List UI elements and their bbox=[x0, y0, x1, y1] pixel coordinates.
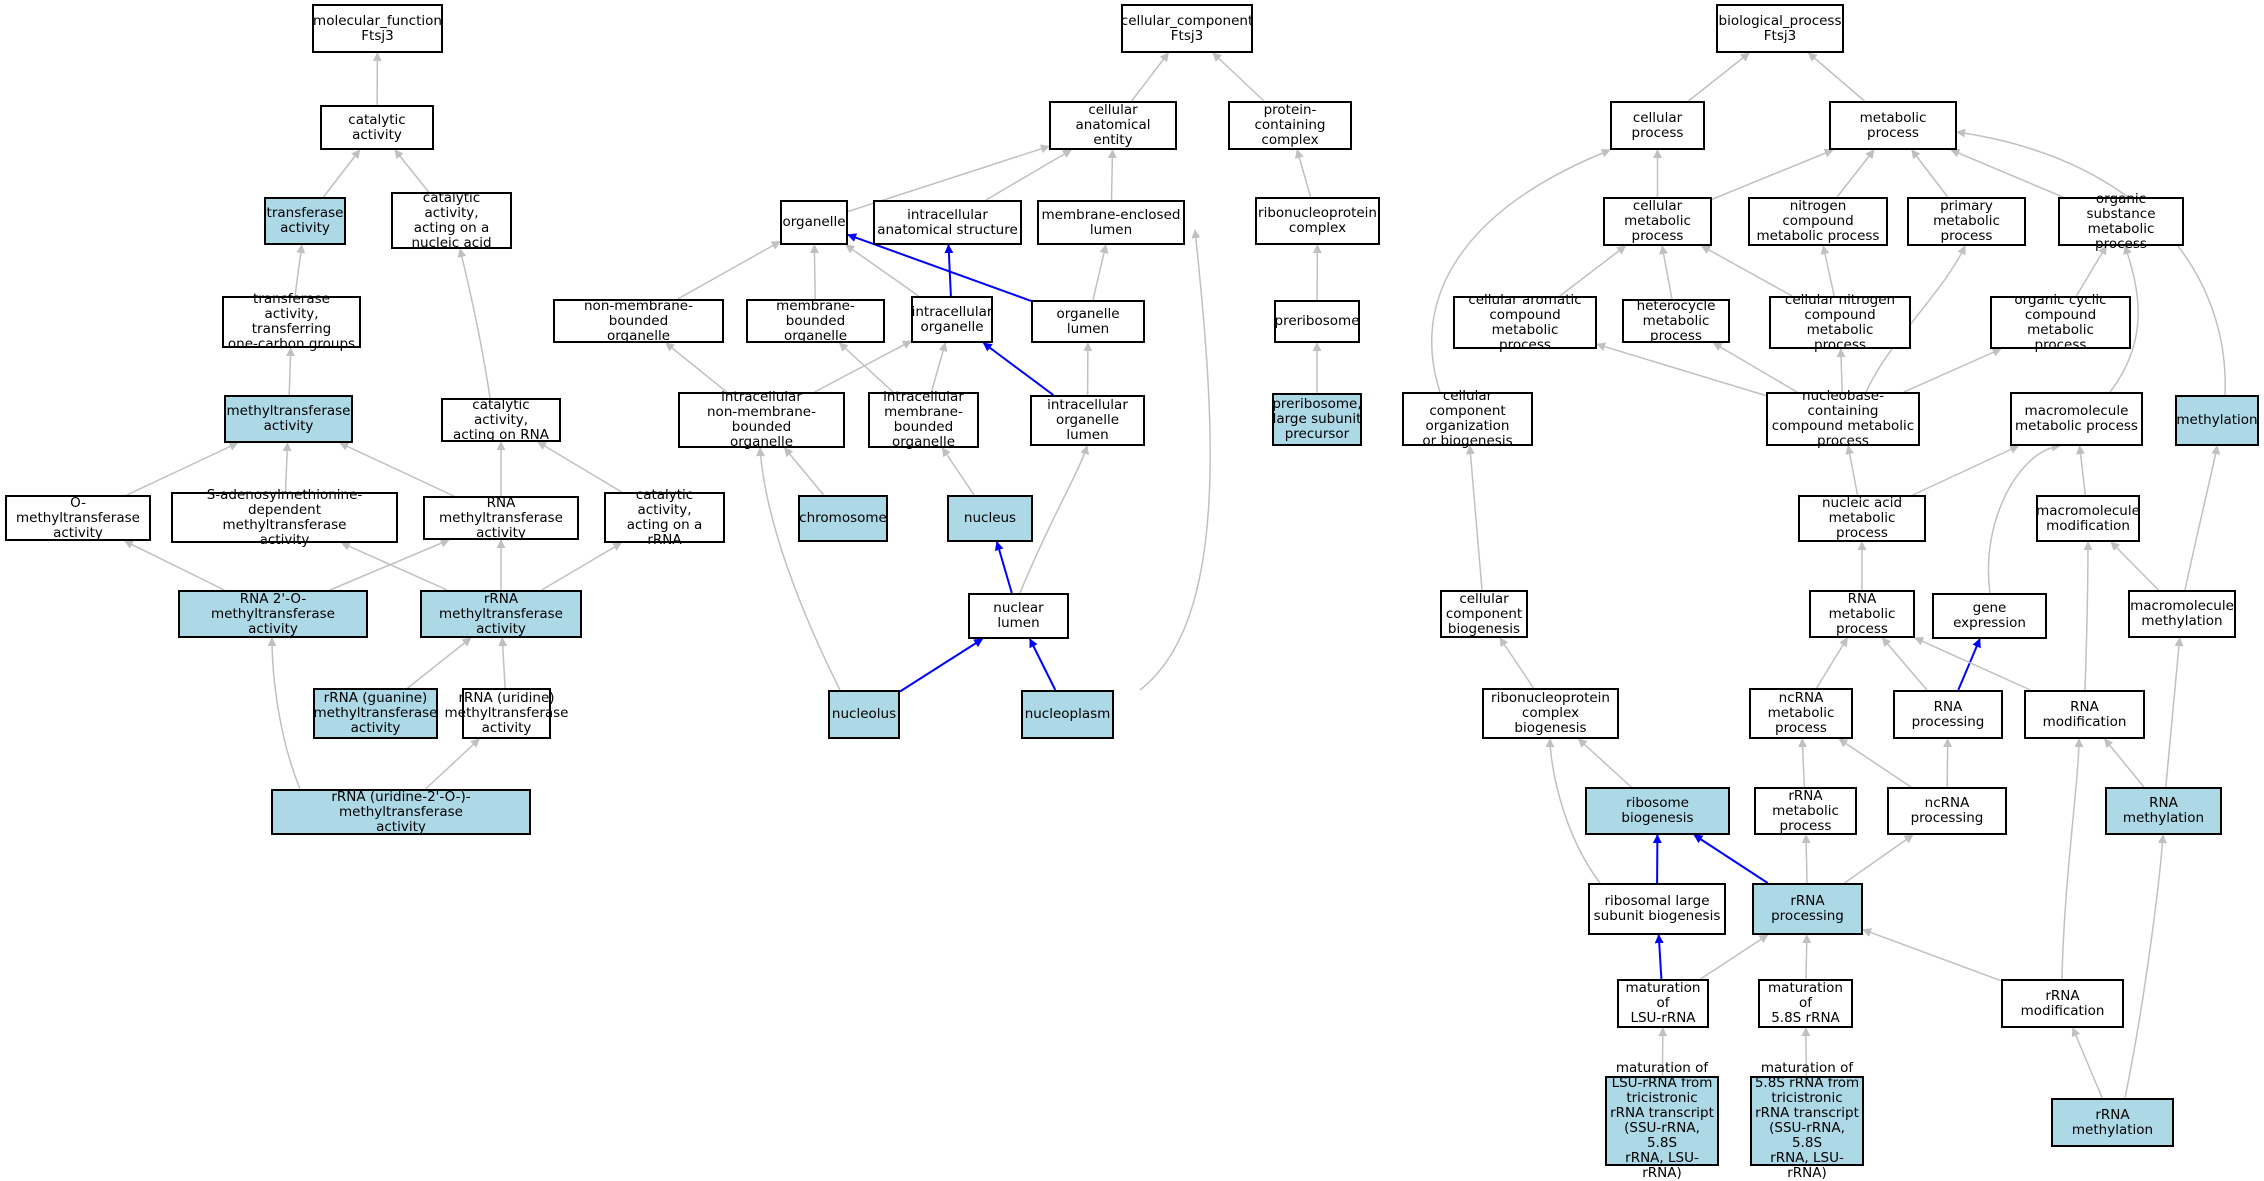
go-term-node-m58s-tri[interactable]: maturation of 5.8S rRNA from tricistroni… bbox=[1750, 1076, 1864, 1166]
go-term-node-preribosome[interactable]: preribosome bbox=[1274, 300, 1360, 343]
go-term-node-pcc[interactable]: protein-containing complex bbox=[1228, 101, 1352, 150]
go-term-node-ccob[interactable]: cellular component organization or bioge… bbox=[1402, 392, 1533, 446]
go-term-node-rrna-mt[interactable]: rRNA methyltransferase activity bbox=[420, 590, 582, 638]
go-term-node-iol[interactable]: intracellular organelle lumen bbox=[1030, 395, 1145, 446]
go-term-node-rnaproc[interactable]: RNA processing bbox=[1893, 690, 2003, 739]
go-term-node-metabolic-process[interactable]: metabolic process bbox=[1829, 101, 1957, 150]
go-term-node-nuclear-lumen[interactable]: nuclear lumen bbox=[968, 593, 1069, 639]
go-term-node-rrna-uridine-2o-mt[interactable]: rRNA (uridine-2'-O-)-methyltransferase a… bbox=[271, 789, 531, 835]
go-term-node-organelle[interactable]: organelle bbox=[780, 200, 848, 245]
go-term-node-rlsb[interactable]: ribosomal large subunit biogenesis bbox=[1588, 883, 1726, 935]
go-term-node-catalytic[interactable]: catalytic activity bbox=[320, 105, 434, 150]
go-term-node-sam-mt[interactable]: S-adenosylmethionine-dependent methyltra… bbox=[171, 492, 398, 543]
go-term-node-cellular-process[interactable]: cellular process bbox=[1610, 101, 1705, 150]
go-term-node-imbo[interactable]: intracellular membrane-bounded organelle bbox=[868, 392, 979, 448]
go-term-node-rnameth[interactable]: RNA methylation bbox=[2105, 787, 2222, 835]
go-term-node-ncrnaproc[interactable]: ncRNA processing bbox=[1887, 787, 2007, 835]
go-term-node-cat-nucleic[interactable]: catalytic activity, acting on a nucleic … bbox=[391, 192, 512, 249]
go-term-node-rna-mt[interactable]: RNA methyltransferase activity bbox=[423, 496, 579, 540]
go-term-node-ncmp[interactable]: nitrogen compound metabolic process bbox=[1748, 197, 1888, 246]
go-term-node-ias[interactable]: intracellular anatomical structure bbox=[873, 200, 1022, 245]
go-term-node-mlsu[interactable]: maturation of LSU-rRNA bbox=[1617, 979, 1709, 1028]
go-term-node-ccb[interactable]: cellular component biogenesis bbox=[1440, 590, 1528, 638]
go-term-node-mmp[interactable]: macromolecule metabolic process bbox=[2010, 392, 2143, 446]
go-term-node-io[interactable]: intracellular organelle bbox=[911, 296, 993, 343]
go-term-node-cacmp[interactable]: cellular aromatic compound metabolic pro… bbox=[1453, 296, 1597, 349]
go-term-node-namp[interactable]: nucleic acid metabolic process bbox=[1798, 495, 1926, 542]
go-term-node-rrna-guanine-mt[interactable]: rRNA (guanine) methyltransferase activit… bbox=[313, 688, 438, 739]
go-term-node-ge[interactable]: gene expression bbox=[1932, 593, 2047, 639]
go-term-node-chromosome[interactable]: chromosome bbox=[798, 495, 888, 542]
go-term-node-methylation[interactable]: methylation bbox=[2175, 395, 2259, 446]
go-term-node-mm[interactable]: macromolecule modification bbox=[2036, 495, 2140, 542]
go-term-node-preribosome-lsp[interactable]: preribosome, large subunit precursor bbox=[1272, 393, 1362, 446]
go-term-node-nucleus[interactable]: nucleus bbox=[947, 495, 1033, 542]
go-term-node-mmeth[interactable]: macromolecule methylation bbox=[2128, 590, 2236, 638]
go-term-node-occmp[interactable]: organic cyclic compound metabolic proces… bbox=[1990, 296, 2131, 349]
go-term-node-rrnamod[interactable]: rRNA modification bbox=[2001, 979, 2124, 1028]
go-term-node-bp[interactable]: biological_process Ftsj3 bbox=[1716, 4, 1844, 53]
go-term-node-cat-rrna[interactable]: catalytic activity, acting on a rRNA bbox=[604, 492, 725, 543]
go-term-node-mlsu-tri[interactable]: maturation of LSU-rRNA from tricistronic… bbox=[1605, 1076, 1719, 1166]
go-term-node-methyltransferase[interactable]: methyltransferase activity bbox=[224, 395, 353, 443]
go-term-node-cc[interactable]: cellular_component Ftsj3 bbox=[1121, 4, 1253, 53]
go-term-node-rrnameth[interactable]: rRNA methylation bbox=[2051, 1098, 2174, 1147]
go-term-node-mbo[interactable]: membrane-bounded organelle bbox=[746, 299, 885, 343]
go-term-node-cncmp[interactable]: cellular nitrogen compound metabolic pro… bbox=[1769, 296, 1911, 349]
go-term-node-m58s[interactable]: maturation of 5.8S rRNA bbox=[1758, 979, 1853, 1028]
go-term-node-o-mt[interactable]: O-methyltransferase activity bbox=[5, 495, 151, 541]
go-term-node-nucleoplasm[interactable]: nucleoplasm bbox=[1021, 690, 1114, 739]
go-term-node-rna-2o-mt[interactable]: RNA 2'-O-methyltransferase activity bbox=[178, 590, 368, 638]
go-term-node-rrna-uridine-mt[interactable]: rRNA (uridine) methyltransferase activit… bbox=[462, 688, 551, 739]
go-term-node-transferase-1c[interactable]: transferase activity, transferring one-c… bbox=[222, 296, 361, 348]
go-term-node-nmbo[interactable]: non-membrane-bounded organelle bbox=[553, 299, 724, 343]
go-term-node-inmbo[interactable]: intracellular non-membrane-bounded organ… bbox=[678, 392, 845, 448]
go-term-node-rmp[interactable]: RNA metabolic process bbox=[1809, 590, 1915, 638]
go-term-node-rnp-complex[interactable]: ribonucleoprotein complex bbox=[1255, 197, 1380, 245]
go-term-node-mf[interactable]: molecular_function Ftsj3 bbox=[312, 4, 443, 53]
go-term-node-ribobio[interactable]: ribosome biogenesis bbox=[1585, 787, 1730, 835]
go-term-node-rrnamp[interactable]: rRNA metabolic process bbox=[1754, 787, 1857, 835]
go-term-node-pmp[interactable]: primary metabolic process bbox=[1907, 197, 2026, 246]
go-term-node-rnpcb[interactable]: ribonucleoprotein complex biogenesis bbox=[1482, 688, 1619, 739]
go-term-node-cat-rna[interactable]: catalytic activity, acting on RNA bbox=[441, 398, 561, 442]
go-term-node-ncrnamp[interactable]: ncRNA metabolic process bbox=[1749, 688, 1853, 739]
go-term-node-nucleolus[interactable]: nucleolus bbox=[828, 690, 900, 739]
go-term-node-hmp[interactable]: heterocycle metabolic process bbox=[1622, 299, 1730, 343]
go-term-node-ol[interactable]: organelle lumen bbox=[1031, 300, 1145, 343]
go-term-node-cmp[interactable]: cellular metabolic process bbox=[1603, 197, 1712, 246]
go-term-node-osmp[interactable]: organic substance metabolic process bbox=[2058, 197, 2184, 246]
go-term-node-rnamod[interactable]: RNA modification bbox=[2024, 690, 2145, 739]
go-term-node-nbccmp[interactable]: nucleobase-containing compound metabolic… bbox=[1766, 392, 1920, 446]
go-term-node-rrnaproc[interactable]: rRNA processing bbox=[1752, 883, 1863, 935]
go-term-node-cae[interactable]: cellular anatomical entity bbox=[1049, 101, 1177, 150]
go-term-node-transferase[interactable]: transferase activity bbox=[264, 197, 346, 245]
go-term-node-mel[interactable]: membrane-enclosed lumen bbox=[1037, 200, 1185, 245]
